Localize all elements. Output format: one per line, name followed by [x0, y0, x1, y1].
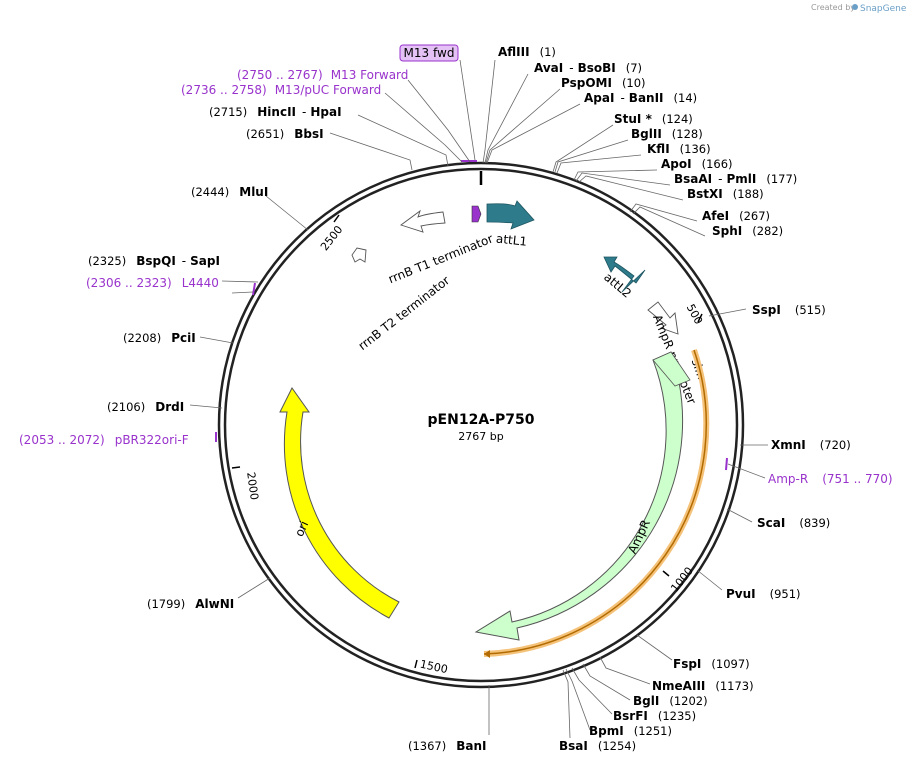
site-apoI[interactable]: ApoI(166): [661, 157, 733, 171]
site-pvuI[interactable]: PvuI(951): [726, 587, 801, 601]
tick-mark: [697, 313, 703, 323]
site-xmnI[interactable]: XmnI(720): [771, 438, 851, 452]
m13-fwd-feature: [471, 205, 482, 223]
site-mluI[interactable]: (2444)MluI: [191, 185, 268, 199]
site-bsaAI[interactable]: BsaAI-PmlI(177): [674, 172, 797, 186]
tick-label-2000: 2000: [244, 471, 261, 501]
m13-fwd-label[interactable]: M13 fwd: [404, 46, 455, 60]
credit-created-by: Created by: [811, 3, 855, 12]
ampr-primer-arrowhead: [484, 650, 490, 658]
plasmid-length: 2767 bp: [458, 430, 503, 443]
attL2-arrow: [603, 256, 646, 293]
rrnB-T2-arrow: [351, 247, 367, 263]
site-sphI[interactable]: SphI(282): [712, 224, 783, 238]
site-pspOMI[interactable]: PspOMI(10): [561, 76, 646, 90]
site-bstXI[interactable]: BstXI(188): [687, 187, 764, 201]
AmpR-arrow: [474, 351, 684, 641]
primer-m13forward[interactable]: (2750 .. 2767)M13 Forward: [237, 68, 408, 82]
ori-arrow: [279, 387, 400, 619]
ori-label: ori: [292, 519, 311, 539]
site-aflIII[interactable]: AflIII(1): [498, 45, 556, 59]
site-stuI[interactable]: StuI *(124): [614, 112, 693, 126]
attL1-label: attL1: [495, 232, 527, 249]
site-bglI[interactable]: BglI(1202): [633, 694, 708, 708]
ampr-primer-mark: [725, 457, 728, 471]
l4440-mark: [252, 282, 256, 296]
primer-l4440[interactable]: (2306 .. 2323)L4440: [86, 276, 219, 290]
site-nmeAIII[interactable]: NmeAIII(1173): [652, 679, 754, 693]
site-sspI[interactable]: SspI(515): [752, 303, 826, 317]
tick-mark: [414, 659, 418, 669]
tick-label-1500: 1500: [419, 658, 449, 677]
site-bsrFI[interactable]: BsrFI(1235): [613, 709, 696, 723]
tick-mark: [231, 466, 241, 469]
attL1-arrow: [486, 200, 535, 230]
rrnB-T1-arrow: [400, 209, 446, 233]
site-avaI[interactable]: AvaI-BsoBI(7): [534, 61, 642, 75]
m13-fwd-box[interactable]: [399, 44, 459, 62]
site-banI[interactable]: (1367)BanI: [408, 739, 487, 753]
site-bglII[interactable]: BglII(128): [631, 127, 703, 141]
backbone-inner: [223, 167, 739, 683]
primer-m13puc[interactable]: (2736 .. 2758)M13/pUC Forward: [181, 83, 381, 97]
snapgene-logo-icon: [852, 4, 858, 10]
site-bspQI[interactable]: (2325)BspQI-SapI: [88, 254, 220, 268]
site-kflI[interactable]: KflI(136): [647, 142, 711, 156]
site-hincII[interactable]: (2715)HincII-HpaI: [209, 105, 342, 119]
site-drdI[interactable]: (2106)DrdI: [107, 400, 184, 414]
tick-mark: [333, 214, 340, 223]
AmpR-promoter-arrow: [647, 301, 679, 335]
site-scaI[interactable]: ScaI(839): [757, 516, 830, 530]
tick-mark: [662, 570, 670, 577]
site-apaI[interactable]: ApaI-BanII(14): [584, 91, 697, 105]
primer-ampr[interactable]: Amp-R(751 .. 770): [768, 472, 893, 486]
site-fspI[interactable]: FspI(1097): [673, 657, 750, 671]
site-pciI[interactable]: (2208)PciI: [123, 331, 196, 345]
site-bpmI[interactable]: BpmI(1251): [589, 724, 672, 738]
leader-lines: [189, 59, 768, 739]
signal-sequence: [652, 351, 691, 387]
plasmid-name: pEN12A-P750: [428, 412, 535, 428]
tick-label-500: 500: [684, 302, 705, 327]
site-alwNI[interactable]: (1799)AlwNI: [147, 597, 234, 611]
site-afeI[interactable]: AfeI(267): [702, 209, 770, 223]
tick-label-2500: 2500: [318, 223, 345, 253]
site-bsaI[interactable]: BsaI(1254): [559, 739, 636, 753]
rrnB-T2-label: rrnB T2 terminator: [356, 273, 453, 353]
credit-brand: SnapGene: [860, 4, 907, 14]
primer-pbr322[interactable]: (2053 .. 2072)pBR322ori-F: [19, 433, 189, 447]
site-bbsI[interactable]: (2651)BbsI: [246, 127, 324, 141]
backbone-outer: [217, 161, 745, 689]
ampr-primer-track-line: [483, 349, 708, 655]
